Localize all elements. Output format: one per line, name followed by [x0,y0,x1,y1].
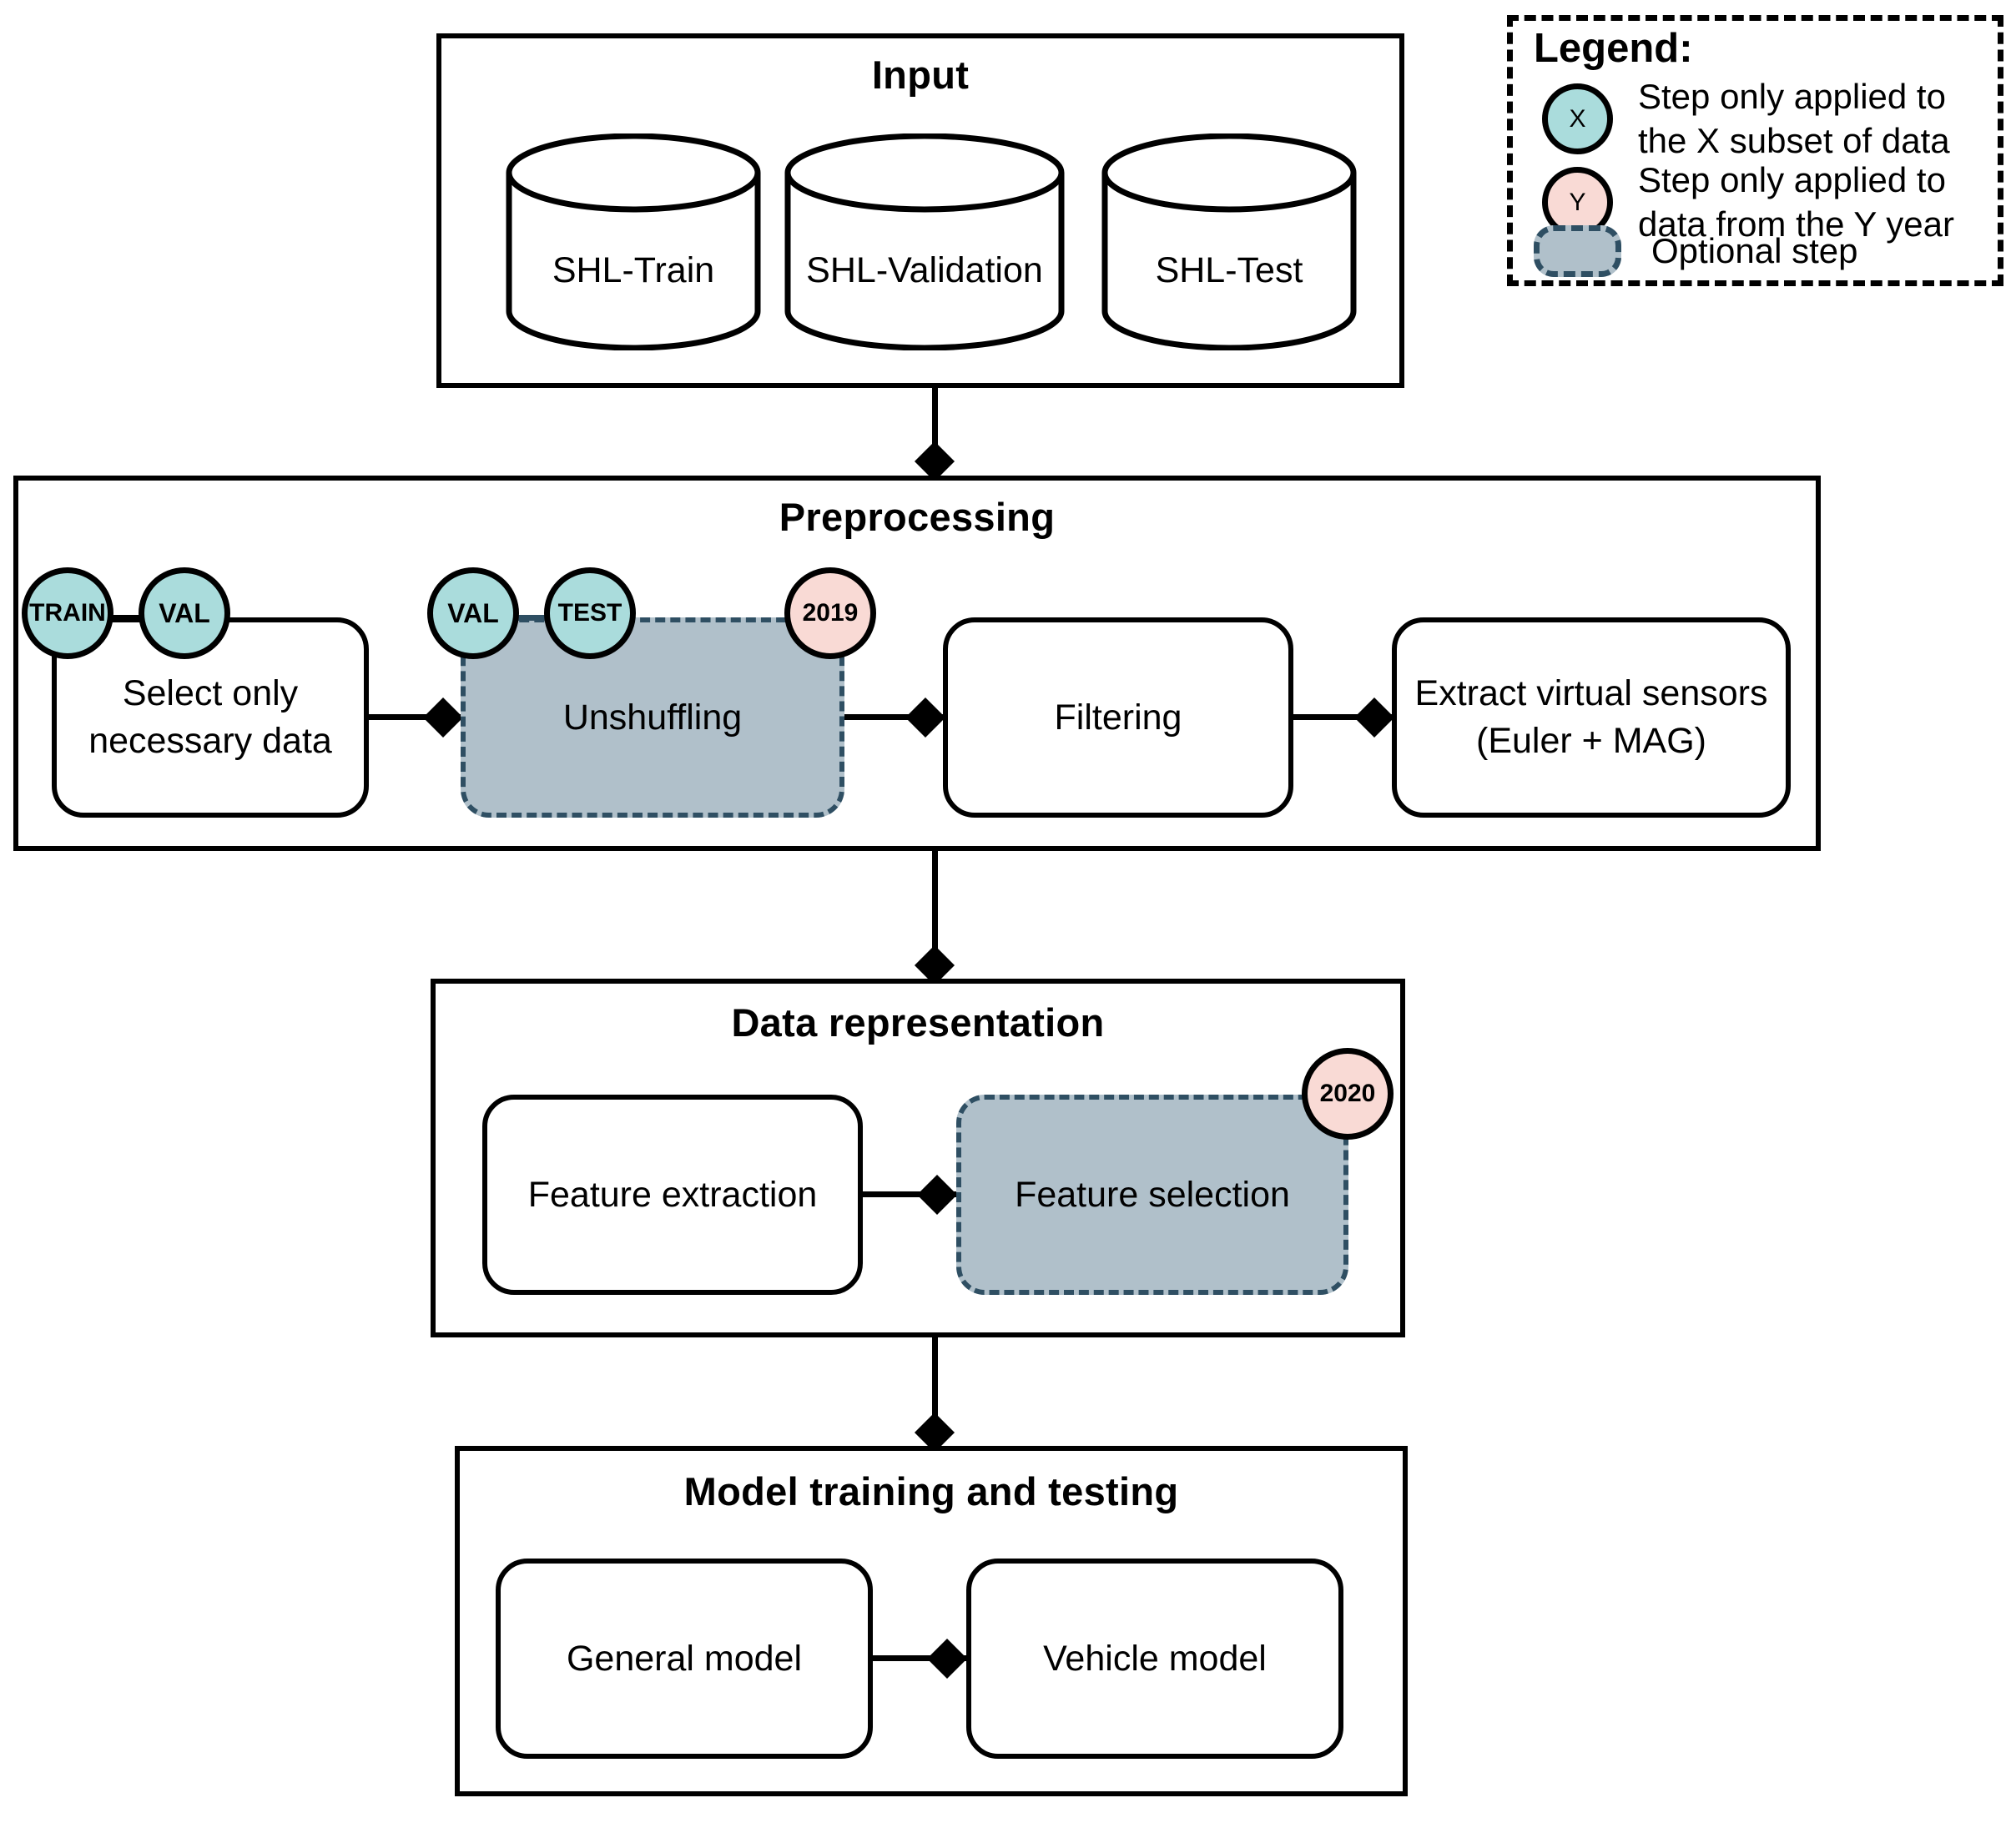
legend-item-label: Step only applied to the X subset of dat… [1638,77,1950,160]
database-label: SHL-Test [1155,250,1303,290]
step-label: Feature extraction [527,1174,818,1215]
tag-link-val-test [512,615,551,621]
database-shl-train: SHL-Train [504,133,763,350]
tag-label: VAL [159,597,210,628]
connector-filtering-to-extract [1293,714,1394,720]
tag-label: 2019 [802,599,859,627]
connector-input-to-preprocessing [932,388,938,480]
step-label: General model [566,1638,803,1679]
legend-item-label: Step only applied to data from the Y yea… [1638,160,1955,244]
step-label: Feature selection [1015,1174,1290,1215]
step-label: Select only necessary data [88,673,332,761]
legend-title: Legend: [1534,26,1693,71]
step-feature-selection[interactable]: Feature selection [956,1095,1348,1295]
database-label: SHL-Train [552,250,715,290]
connector-unshuffling-to-filtering [844,714,945,720]
step-label: Vehicle model [1043,1638,1267,1679]
step-vehicle-model[interactable]: Vehicle model [966,1559,1343,1759]
tag-val-unshuffling: VAL [427,567,519,659]
step-general-model[interactable]: General model [496,1559,873,1759]
tag-link-train-val [107,615,145,621]
legend-symbol: Y [1569,188,1586,216]
subset-tag-swatch-icon: X [1542,83,1613,154]
database-shl-test: SHL-Test [1100,133,1358,350]
legend-item-optional: Optional step [1534,225,2001,277]
input-section-title: Input [871,53,970,97]
step-label: Extract virtual sensors (Euler + MAG) [1414,673,1768,761]
step-filtering[interactable]: Filtering [943,617,1293,818]
legend-item-year: Y Step only applied to data from the Y y… [1542,159,1993,246]
tag-train: TRAIN [22,567,113,659]
tag-2019: 2019 [784,567,876,659]
tag-label: 2020 [1319,1080,1376,1107]
preprocessing-section-title: Preprocessing [779,495,1056,539]
tag-label: VAL [447,597,499,628]
tag-2020: 2020 [1302,1048,1394,1140]
data-representation-section-title: Data representation [731,1000,1105,1045]
legend-item-label: Optional step [1651,230,1858,270]
tag-test-unshuffling: TEST [544,567,636,659]
model-training-section-title: Model training and testing [683,1469,1179,1513]
database-shl-validation: SHL-Validation [783,133,1066,350]
database-label: SHL-Validation [806,250,1043,290]
connector-featureextraction-to-featureselection [863,1191,956,1197]
connector-preprocessing-to-datarep [932,851,938,980]
step-unshuffling[interactable]: Unshuffling [461,617,844,818]
tag-label: TEST [557,599,622,627]
cylinder-icon [1101,133,1357,350]
step-feature-extraction[interactable]: Feature extraction [482,1095,863,1295]
legend-item-subset: X Step only applied to the X subset of d… [1542,75,1993,163]
step-label: Filtering [1054,697,1182,738]
cylinder-icon [506,133,761,350]
connector-generalmodel-to-vehiclemodel [873,1655,966,1661]
optional-step-swatch-icon [1534,225,1621,277]
connector-datarep-to-model [932,1337,938,1446]
step-extract-virtual-sensors[interactable]: Extract virtual sensors (Euler + MAG) [1392,617,1791,818]
legend-symbol: X [1569,104,1586,133]
tag-label: TRAIN [29,599,106,627]
connector-select-to-unshuffling [369,714,461,720]
step-label: Unshuffling [562,697,743,738]
cylinder-icon [784,133,1065,350]
tag-val-select: VAL [139,567,230,659]
